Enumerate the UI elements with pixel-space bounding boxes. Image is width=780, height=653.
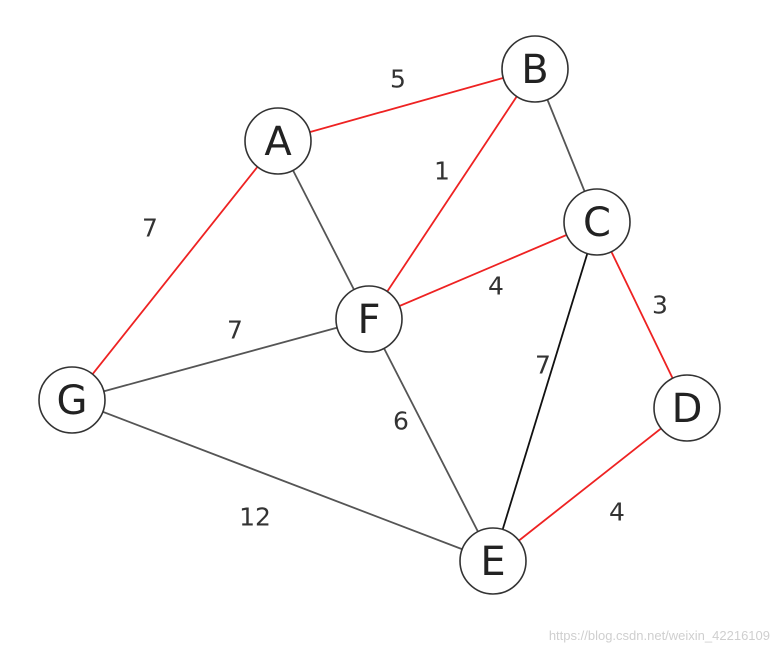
edge-weight-a-g: 7	[142, 214, 158, 243]
node-label: G	[57, 378, 88, 424]
edge-f-g	[71, 318, 370, 401]
edge-b-f	[368, 68, 536, 320]
node-label: E	[480, 539, 505, 585]
edge-a-g	[71, 140, 279, 401]
edge-weight-b-f: 1	[434, 157, 450, 186]
edge-weights-layer: 5 7 1 4 3 7 7 6 12 4	[142, 65, 668, 532]
watermark-text: https://blog.csdn.net/weixin_42216109	[548, 628, 770, 643]
node-f: F	[335, 285, 403, 353]
edge-weight-c-d: 3	[652, 291, 668, 320]
node-e: E	[459, 527, 527, 595]
node-circle	[335, 285, 403, 353]
edge-weight-a-b: 5	[390, 65, 406, 94]
node-circle	[459, 527, 527, 595]
node-label: B	[521, 47, 548, 93]
edge-c-f	[368, 221, 598, 320]
node-a: A	[244, 107, 312, 175]
node-circle	[563, 188, 631, 256]
edge-g-e	[71, 399, 494, 562]
node-g: G	[38, 366, 106, 434]
edge-weight-d-e: 4	[609, 498, 625, 527]
edge-weight-c-f: 4	[488, 272, 504, 301]
node-d: D	[653, 374, 721, 442]
node-circle	[38, 366, 106, 434]
node-circle	[244, 107, 312, 175]
edge-weight-c-e: 7	[535, 351, 551, 380]
node-circle	[501, 35, 569, 103]
node-c: C	[563, 188, 631, 256]
nodes-layer: A B C D E F G	[38, 35, 721, 595]
node-label: C	[583, 200, 611, 246]
edge-d-e	[492, 407, 688, 562]
edge-weight-f-g: 7	[227, 316, 243, 345]
node-label: A	[264, 119, 292, 165]
edge-f-e	[368, 318, 494, 562]
edge-c-e	[492, 221, 598, 562]
edge-weight-g-e: 12	[239, 503, 271, 532]
edge-c-d	[596, 221, 688, 409]
edge-weight-f-e: 6	[393, 407, 409, 436]
node-b: B	[501, 35, 569, 103]
node-circle	[653, 374, 721, 442]
edge-a-b	[277, 68, 536, 142]
node-label: D	[672, 386, 703, 432]
node-label: F	[357, 297, 380, 343]
